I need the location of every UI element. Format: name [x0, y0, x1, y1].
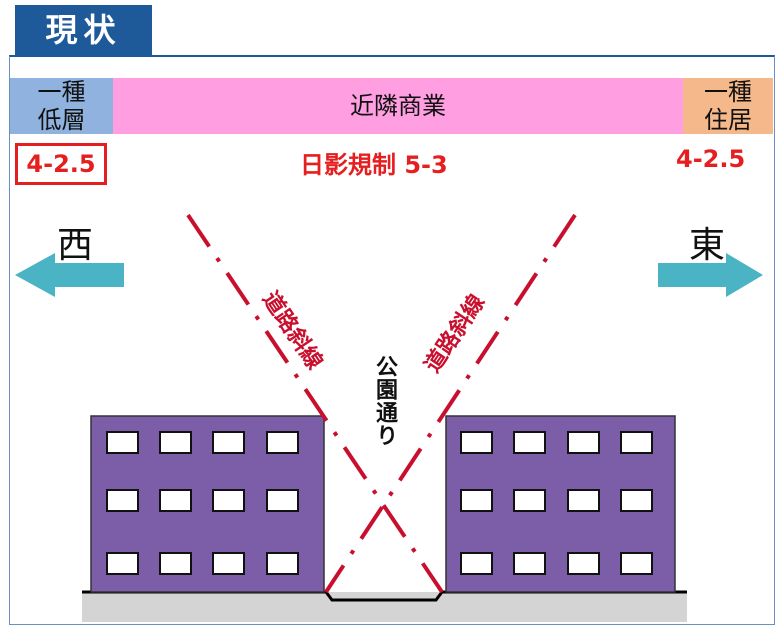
road-slope-label-right: 道路斜線	[419, 290, 490, 378]
regulation-right-label: 4-2.5	[676, 145, 746, 173]
road-slope-line-left	[186, 213, 444, 594]
page-title: 現状	[15, 5, 152, 55]
regulation-left-label: 4-2.5	[26, 150, 96, 178]
zone-residential: 一種 住居	[683, 78, 773, 134]
regulation-left-box: 4-2.5	[15, 143, 107, 185]
right-building	[445, 415, 676, 593]
zone-left-label: 一種 低層	[37, 78, 86, 134]
zone-middle-label: 近隣商業	[350, 92, 446, 120]
direction-west-label: 西	[57, 225, 94, 266]
street-name-label: 公園通り	[372, 355, 397, 447]
east-arrow-icon	[658, 253, 763, 297]
zone-right-label: 一種 住居	[704, 78, 752, 134]
direction-east-label: 東	[689, 225, 726, 266]
left-building	[90, 415, 325, 593]
shadow-regulation-label: 日影規制 5-3	[300, 151, 448, 179]
diagram-frame	[9, 55, 775, 625]
west-arrow-icon	[15, 253, 124, 297]
ground	[82, 592, 687, 622]
road-slope-line-right	[324, 213, 577, 594]
zone-neighborhood-commercial: 近隣商業	[113, 78, 683, 134]
zone-low-rise-residential: 一種 低層	[10, 78, 113, 134]
